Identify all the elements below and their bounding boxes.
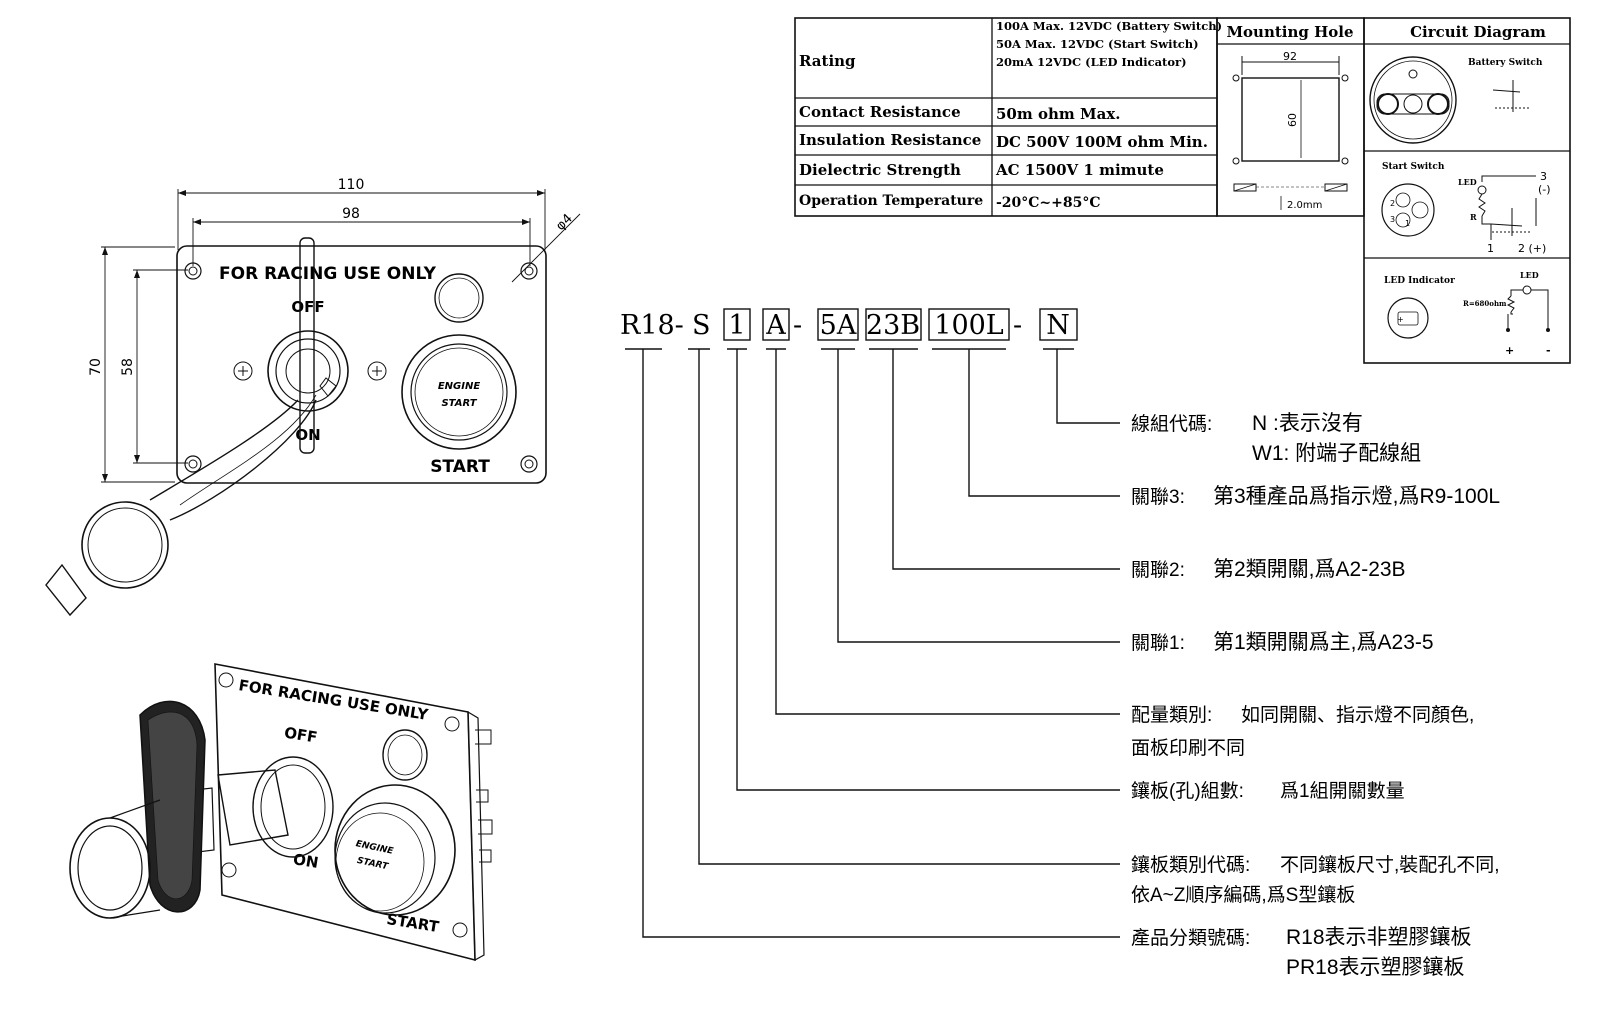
legend-line: 第1類開關爲主,爲A23-5 bbox=[1213, 631, 1434, 654]
legend-key: 產品分類號碼: bbox=[1131, 927, 1250, 949]
iso-engine-start-label: START bbox=[356, 856, 390, 873]
spec-label: Contact Resistance bbox=[799, 103, 961, 121]
panel-isometric-view: FOR RACING USE ONLY OFF ON ENGINE START … bbox=[69, 663, 493, 962]
code-box1: 1 bbox=[728, 310, 745, 341]
iso-start-label: START bbox=[385, 910, 441, 936]
terminal-minus-label: (-) bbox=[1538, 183, 1551, 196]
code-box4: 23B bbox=[866, 310, 920, 341]
iso-off-label: OFF bbox=[283, 724, 319, 747]
off-label: OFF bbox=[291, 298, 324, 316]
mounting-hole-section: Mounting Hole 92 60 2.0mm bbox=[1216, 17, 1365, 217]
legend-key: 線組代碼: bbox=[1131, 413, 1212, 435]
legend-key: 關聯2: bbox=[1131, 559, 1185, 581]
legend-line: PR18表示塑膠鑲板 bbox=[1286, 956, 1465, 979]
dim-98: 98 bbox=[342, 206, 360, 222]
legend-key: 關聯3: bbox=[1131, 486, 1185, 508]
iso-engine-label: ENGINE bbox=[355, 839, 395, 857]
code-box2: A bbox=[765, 310, 786, 341]
circuit-diagram: Circuit Diagram Battery Switch Start Swi… bbox=[1363, 17, 1571, 364]
spec-value: AC 1500V 1 mimute bbox=[995, 161, 1164, 179]
code-s: S bbox=[692, 310, 711, 341]
code-box3: 5A bbox=[820, 310, 857, 341]
spec-table: Rating 100A Max. 12VDC (Battery Switch) … bbox=[794, 17, 1222, 217]
on-label: ON bbox=[295, 426, 320, 444]
circuit-title: Circuit Diagram bbox=[1410, 23, 1546, 41]
spec-label: Operation Temperature bbox=[799, 193, 983, 209]
legend-line: 第3種產品爲指示燈,爲R9-100L bbox=[1213, 485, 1500, 508]
dim-70: 70 bbox=[88, 358, 104, 376]
rating-label: Rating bbox=[799, 52, 856, 70]
start-pin-label: 2 bbox=[1390, 199, 1395, 208]
engine-start-label: START bbox=[441, 398, 477, 409]
legend-line: 第2類開關,爲A2-23B bbox=[1213, 558, 1406, 581]
mh-width-dim: 92 bbox=[1283, 50, 1297, 63]
code-dash1: - bbox=[793, 310, 802, 341]
led-plus-terminal: + bbox=[1505, 344, 1514, 357]
code-prefix: R18- bbox=[620, 310, 684, 341]
rating-line-1: 100A Max. 12VDC (Battery Switch) bbox=[996, 19, 1222, 33]
legend-line: N :表示沒有 bbox=[1252, 412, 1363, 435]
legend-key: 鑲板類別代碼: bbox=[1131, 854, 1250, 876]
spec-label: Insulation Resistance bbox=[799, 131, 981, 149]
legend-key: 配量類別: bbox=[1131, 704, 1212, 726]
legend-key: 關聯1: bbox=[1131, 632, 1185, 654]
led-pin-plus: + bbox=[1397, 315, 1404, 324]
part-code: R18- S 1 A - 5A 23B 100L - N bbox=[620, 308, 1120, 938]
spec-value: DC 500V 100M ohm Min. bbox=[996, 133, 1208, 151]
iso-on-label: ON bbox=[292, 850, 320, 872]
legend-line: 爲1組開關數量 bbox=[1280, 780, 1405, 802]
battery-switch-label: Battery Switch bbox=[1468, 58, 1543, 68]
legend-line: R18表示非塑膠鑲板 bbox=[1286, 926, 1472, 949]
dim-110: 110 bbox=[338, 177, 365, 193]
dim-58: 58 bbox=[120, 358, 136, 376]
spec-value: 50m ohm Max. bbox=[996, 105, 1120, 123]
terminal-3-label: 3 bbox=[1540, 170, 1547, 183]
led-resistor-label: R=680ohm bbox=[1463, 299, 1507, 308]
mh-height-dim: 60 bbox=[1286, 113, 1299, 127]
code-dash2: - bbox=[1013, 310, 1022, 341]
rating-line-2: 50A Max. 12VDC (Start Switch) bbox=[996, 37, 1199, 51]
start-pin-label: 3 bbox=[1390, 215, 1395, 224]
start-pin-label: 1 bbox=[1405, 219, 1410, 228]
led-label: LED bbox=[1458, 177, 1477, 187]
code-legend: 線組代碼: N :表示沒有 W1: 附端子配線組 關聯3: 第3種產品爲指示燈,… bbox=[1131, 412, 1500, 979]
terminal-1-label: 1 bbox=[1487, 242, 1494, 255]
start-label: START bbox=[430, 457, 490, 477]
engine-label: ENGINE bbox=[438, 381, 480, 392]
legend-key: 鑲板(孔)組數: bbox=[1131, 780, 1244, 802]
code-box5: 100L bbox=[934, 310, 1004, 341]
spec-label: Dielectric Strength bbox=[799, 161, 961, 179]
dim-hole: φ4 bbox=[553, 211, 576, 234]
led-indicator-label: LED Indicator bbox=[1384, 276, 1455, 286]
printed-label: FOR RACING USE ONLY bbox=[219, 264, 437, 284]
legend-line: 不同鑲板尺寸,裝配孔不同, bbox=[1280, 854, 1500, 876]
terminal-2-label: 2 (+) bbox=[1518, 242, 1546, 255]
legend-line: 面板印刷不同 bbox=[1131, 737, 1245, 759]
resistor-label: R bbox=[1470, 212, 1477, 222]
rating-line-3: 20mA 12VDC (LED Indicator) bbox=[996, 55, 1187, 69]
start-switch-label: Start Switch bbox=[1382, 162, 1445, 172]
spec-value: -20°C~+85°C bbox=[996, 195, 1101, 211]
code-box6: N bbox=[1046, 310, 1070, 341]
mounting-hole-title: Mounting Hole bbox=[1226, 23, 1353, 41]
led-minus-terminal: - bbox=[1546, 344, 1551, 357]
legend-line: W1: 附端子配線組 bbox=[1252, 442, 1421, 465]
legend-line: 依A~Z順序編碼,爲S型鑲板 bbox=[1131, 884, 1355, 906]
panel-front-view: 110 98 70 58 φ4 FOR RACING USE ONLY bbox=[45, 177, 581, 617]
mh-thickness: 2.0mm bbox=[1287, 200, 1322, 211]
legend-line: 如同開關、指示燈不同顏色, bbox=[1241, 704, 1474, 726]
led-symbol-label: LED bbox=[1520, 270, 1539, 280]
